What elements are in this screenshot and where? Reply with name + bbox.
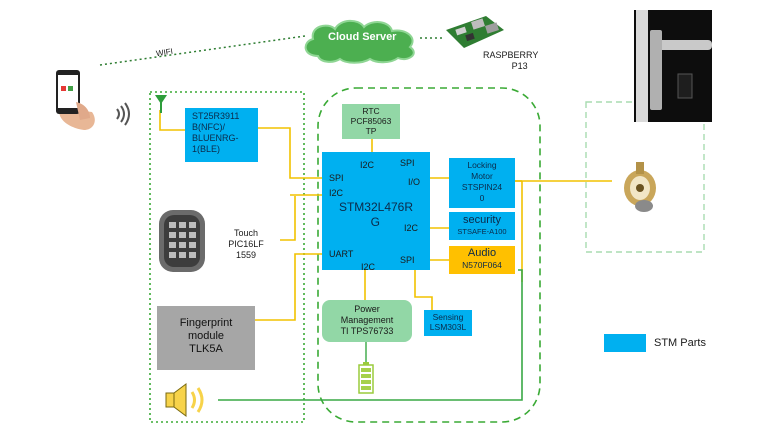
touch-block: Touch PIC16LF 1559	[212, 224, 280, 268]
keypad-icon	[159, 210, 205, 272]
mcu-port-spi-top: SPI	[400, 158, 415, 168]
mcu-container	[317, 87, 541, 423]
wireless-signal-icon	[116, 102, 130, 126]
mcu-port-i2c-right: I2C	[404, 223, 419, 233]
mcu-name-line1: STM32L476R	[338, 200, 414, 214]
audio-wire	[218, 269, 523, 401]
antenna-icon	[155, 95, 167, 113]
raspberry-line1: RASPBERRY	[483, 50, 539, 60]
speaker-icon	[165, 383, 204, 417]
security-block: security STSAFE-A100	[449, 212, 515, 240]
mcu-port-i2c-bottom: I2C	[361, 262, 376, 272]
mcu-port-i2c-left: I2C	[329, 188, 344, 198]
door-lock-photo	[634, 10, 712, 122]
fingerprint-block: Fingerprint module TLK5A	[157, 306, 255, 370]
mcu-port-io-right: I/O	[408, 177, 421, 187]
mcu-port-spi-bottom: SPI	[400, 255, 415, 265]
security-part: STSAFE-A100	[457, 227, 507, 236]
mcu-port-uart-left: UART	[329, 249, 354, 259]
nfc-ble-block: ST25R3911 B(NFC)/ BLUENRG- 1(BLE)	[185, 108, 258, 162]
raspberry-label: RASPBERRY P13	[483, 50, 538, 72]
lock-motor-icon	[624, 162, 656, 212]
power-management-block: Power Management TI TPS76733	[322, 300, 412, 342]
mcu-name-line2: G	[370, 215, 380, 229]
audio-title: Audio	[467, 247, 497, 259]
mcu-port-spi-left: SPI	[329, 173, 344, 183]
rtc-block: RTC PCF85063 TP	[342, 104, 400, 139]
legend-label: STM Parts	[654, 337, 706, 349]
mcu-port-i2c-top: I2C	[360, 160, 375, 170]
locking-motor-block: Locking Motor STSPIN24 0	[449, 158, 515, 208]
smartphone-icon	[56, 70, 95, 130]
cloud-server-label: Cloud Server	[328, 31, 397, 43]
mcu-block: STM32L476R G	[322, 152, 430, 270]
lock-container	[585, 101, 705, 253]
raspberry-line2: P13	[511, 61, 528, 71]
legend-swatch	[604, 334, 646, 352]
raspberry-pi-icon	[446, 16, 504, 48]
battery-icon	[358, 362, 374, 394]
security-title: security	[463, 214, 501, 226]
cloud-icon	[304, 19, 415, 64]
wifi-link	[99, 35, 306, 66]
audio-block: Audio N570F064	[449, 246, 515, 274]
audio-part: N570F064	[462, 260, 502, 270]
peripheral-container	[149, 91, 305, 423]
sensing-block: Sensing LSM303L	[424, 310, 472, 336]
